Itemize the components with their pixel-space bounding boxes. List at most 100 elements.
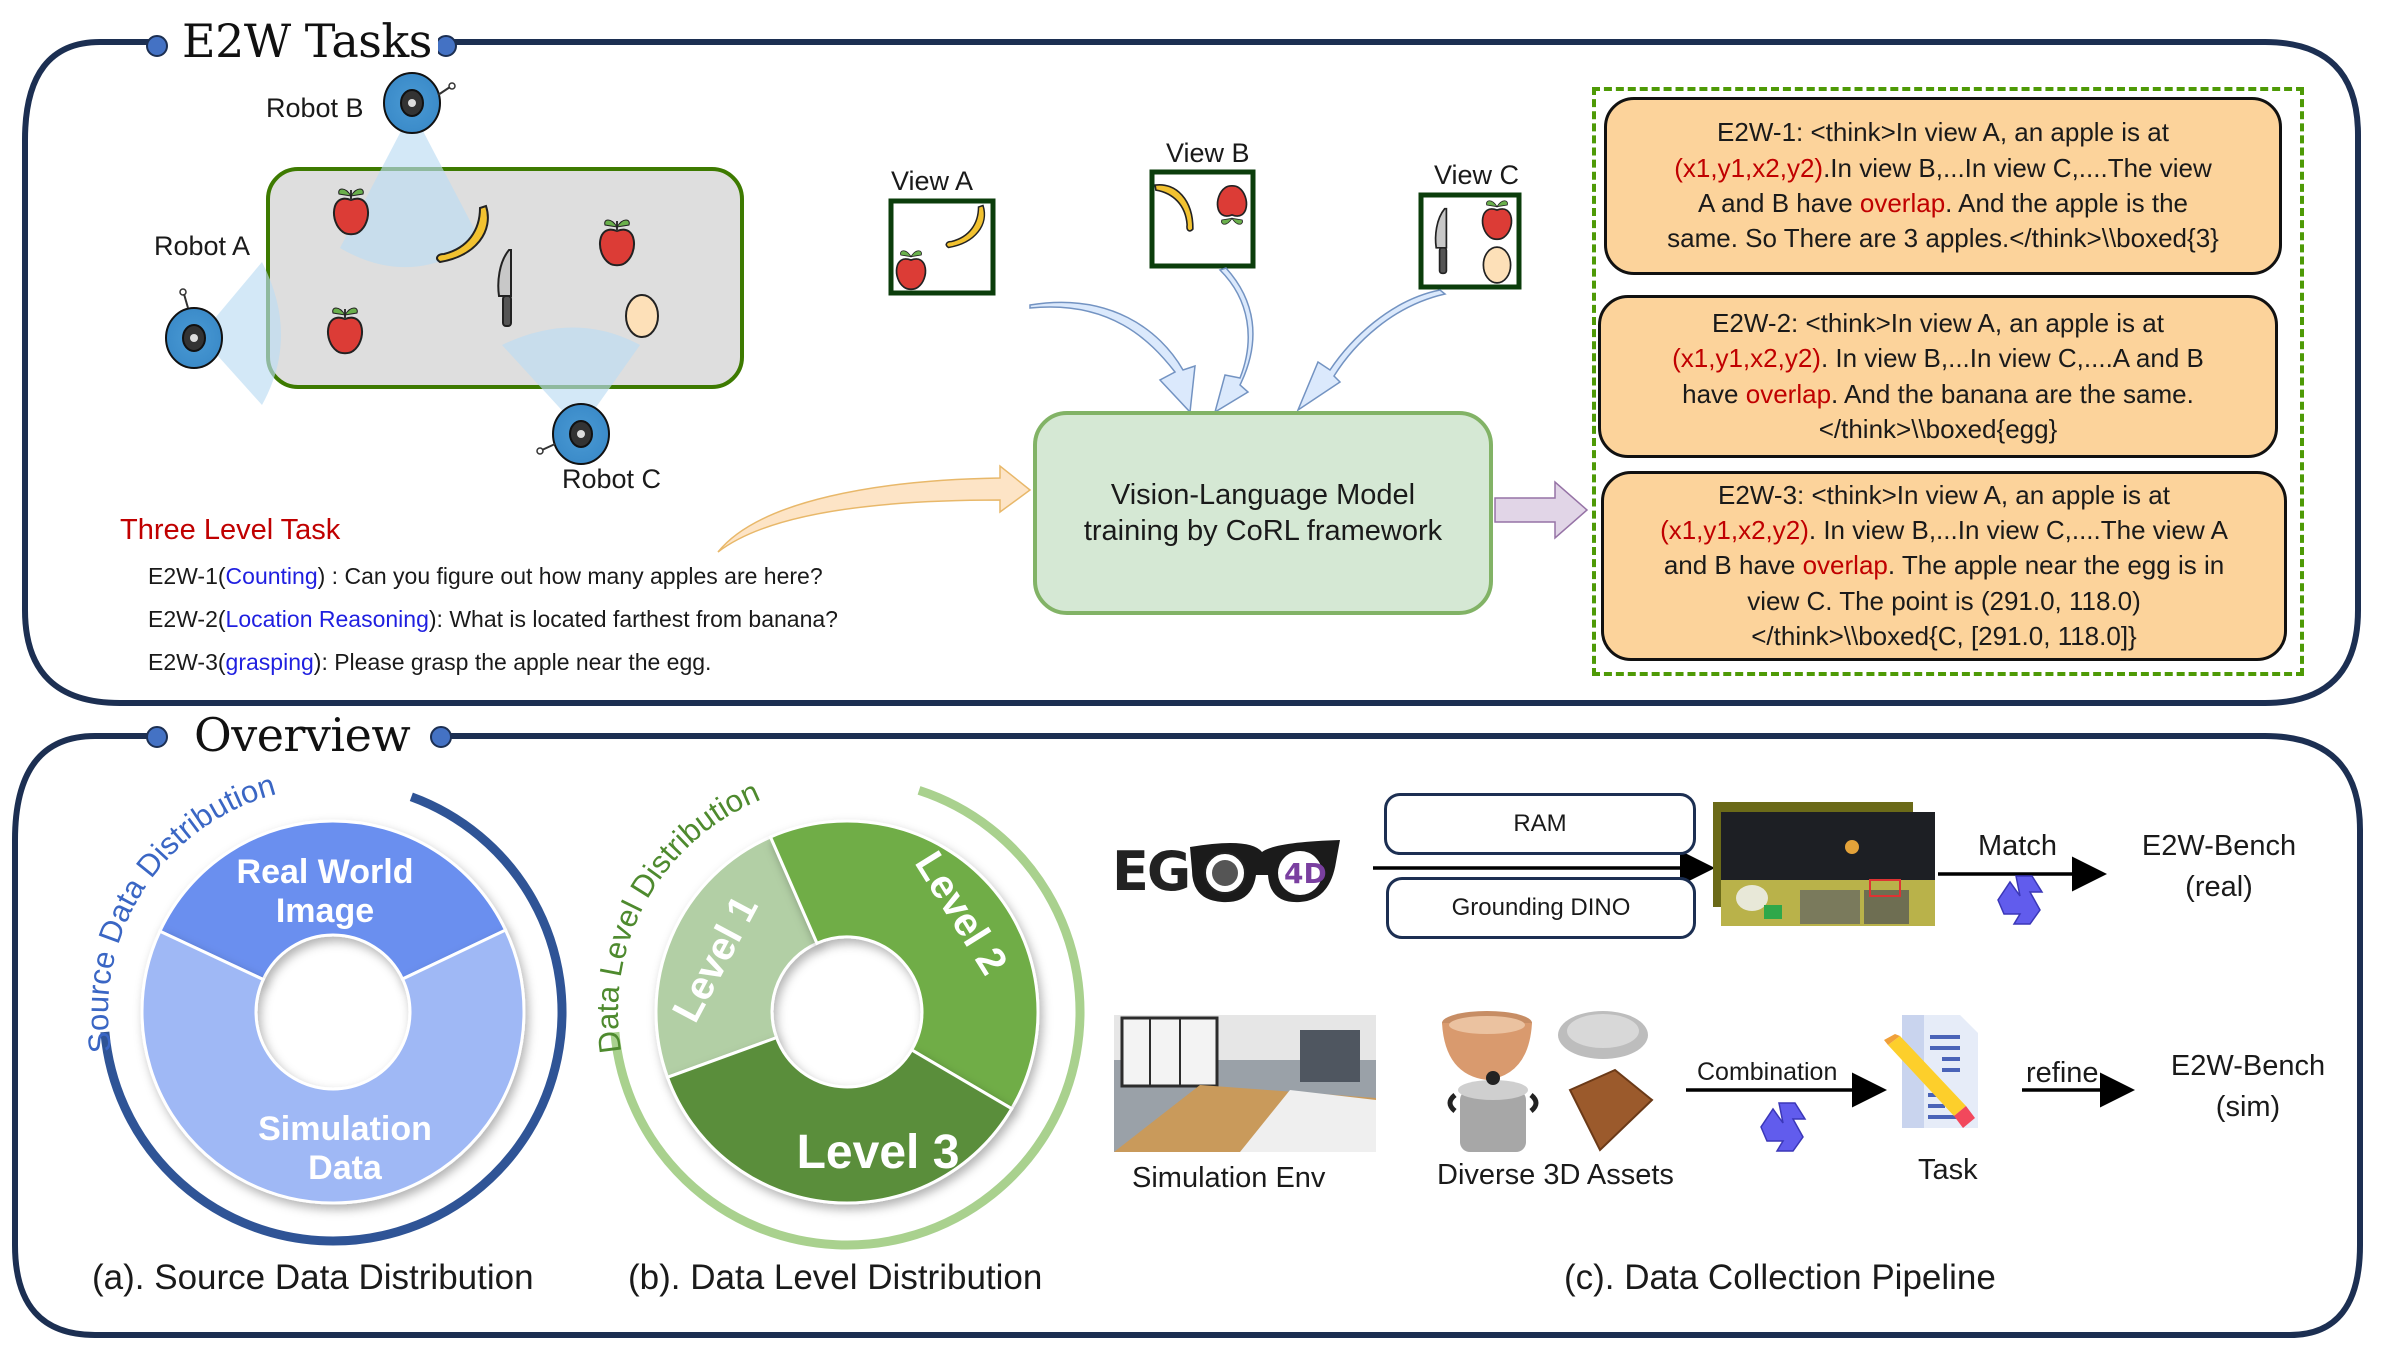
answer-overlap-highlight: overlap — [1802, 550, 1888, 581]
robot-c-view-cone — [502, 327, 640, 430]
answer-overlap-highlight: overlap — [1859, 188, 1946, 218]
answer-text: . In view B,...In view C,....The view A — [1808, 514, 2228, 545]
answer-overlap-highlight: overlap — [1745, 378, 1832, 409]
answer-bbox-highlight: (x1,y1,x2,y2) — [1674, 152, 1824, 183]
answer-card-e2w-1: E2W-1: <think>In view A, an apple is at … — [1604, 97, 2282, 275]
banana-icon — [945, 204, 986, 249]
answer-bbox-highlight: (x1,y1,x2,y2) — [1660, 514, 1809, 545]
donut-outer-ring — [100, 792, 567, 1246]
refine-label: refine — [2026, 1057, 2099, 1089]
ram-tool-box: RAM — [1384, 793, 1696, 855]
caption-collection-pipeline: (c). Data Collection Pipeline — [1564, 1258, 1996, 1297]
robot-a-label: Robot A — [154, 231, 251, 261]
vlm-box-line-1: Vision-Language Model — [1110, 478, 1416, 511]
answer-text: and B have — [1663, 550, 1803, 581]
simulation-env-label: Simulation Env — [1132, 1162, 1326, 1194]
answer-line: E2W-1: <think>In view A, an apple is at — [1717, 117, 2169, 148]
ego4d-logo — [1190, 840, 1340, 903]
answers-dashed-container — [1592, 87, 2304, 676]
donut-slice-simulation-data — [140, 928, 526, 1205]
robot-c-label: Robot C — [562, 464, 662, 494]
real-world-image — [1713, 802, 1935, 926]
answer-bbox-highlight: (x1,y1,x2,y2) — [1672, 343, 1821, 374]
answer-line: same. So There are 3 apples.</think>\\bo… — [1667, 223, 2219, 254]
knife-icon — [497, 249, 512, 327]
simulation-env-image — [1114, 1015, 1376, 1152]
apple-icon — [1216, 184, 1248, 225]
task-item-prefix: E2W-3( — [148, 649, 226, 675]
vlm-box-line-2: training by CoRL framework — [1083, 515, 1443, 547]
ego4d-logo-text-right: 4D — [1284, 857, 1327, 890]
answer-line: A and B have overlap. And the apple is t… — [1667, 186, 2219, 221]
task-item-prefix: E2W-1( — [148, 563, 226, 589]
answer-text: . And the apple is the — [1945, 188, 2189, 218]
view-b-arrow — [1213, 267, 1254, 414]
diverse-assets-label: Diverse 3D Assets — [1437, 1159, 1674, 1191]
apple-icon — [326, 307, 364, 355]
qwen-logo-icon — [1997, 875, 2044, 925]
title-dot-left — [146, 35, 168, 57]
answer-text: . In view B,...In view C,....A and B — [1820, 343, 2204, 374]
answer-line: E2W-3: <think>In view A, an apple is at — [1718, 479, 2170, 510]
view-c-label: View C — [1434, 160, 1520, 190]
pot-asset-icon — [1447, 1071, 1539, 1152]
sim-bench-output: E2W-Bench (sim) — [2162, 1046, 2334, 1127]
overview-panel-frame — [12, 733, 2363, 1338]
apple-icon — [895, 250, 927, 291]
apple-icon — [332, 188, 370, 236]
plate-asset-icon — [1558, 1011, 1648, 1059]
task-to-model-arrow — [717, 464, 1032, 553]
task-item-question: ): Please grasp the apple near the egg. — [313, 649, 712, 675]
real-bench-output: E2W-Bench (real) — [2133, 826, 2305, 907]
tasks-section-title: E2W Tasks — [176, 18, 438, 64]
view-a-arrow — [1029, 301, 1196, 414]
robot-c-icon — [536, 403, 610, 465]
answer-line: and B have overlap. The apple near the e… — [1660, 548, 2228, 583]
robot-a-view-cone — [200, 262, 281, 405]
answer-text: have — [1682, 378, 1746, 409]
answer-text: . And the banana are the same. — [1831, 378, 2194, 409]
donut-slice-level-1 — [654, 834, 819, 1080]
answer-line: </think>\\boxed{egg} — [1818, 413, 2058, 444]
donut-slice-level-2 — [768, 819, 1040, 1111]
sim-bench-subtitle: (sim) — [2215, 1090, 2281, 1123]
task-item-question: ): What is located farthest from banana? — [428, 606, 838, 632]
task-item-1: E2W-1(Counting) : Can you figure out how… — [148, 563, 823, 590]
real-bench-subtitle: (real) — [2185, 870, 2253, 903]
task-label: Task — [1918, 1154, 1978, 1186]
match-label: Match — [1978, 830, 2057, 862]
overview-dot-right — [430, 726, 452, 748]
grounding-dino-tool-box: Grounding DINO — [1386, 877, 1696, 939]
answer-card-e2w-2: E2W-2: <think>In view A, an apple is at … — [1598, 295, 2278, 458]
egg-icon — [625, 294, 659, 338]
task-item-keyword: Counting — [225, 563, 318, 589]
donut-outer-ring — [610, 786, 1085, 1250]
donut-slice-real-world-image — [157, 819, 508, 982]
answer-line: </think>\\boxed{C, [291.0, 118.0]} — [1751, 621, 2137, 652]
apple-icon — [598, 219, 636, 267]
task-document-icon — [1884, 1015, 1978, 1128]
answer-line: (x1,y1,x2,y2). In view B,...In view C,..… — [1660, 513, 2228, 548]
answer-line: E2W-2: <think>In view A, an apple is at — [1712, 307, 2164, 338]
task-list-heading: Three Level Task — [120, 514, 341, 546]
bowl-asset-icon — [1442, 1011, 1532, 1080]
view-a-label: View A — [891, 166, 974, 196]
overview-section-title: Overview — [188, 712, 417, 758]
apple-icon — [1481, 200, 1513, 241]
task-item-2: E2W-2(Location Reasoning): What is locat… — [148, 606, 838, 633]
view-c-arrow — [1296, 289, 1447, 412]
task-item-3: E2W-3(grasping): Please grasp the apple … — [148, 649, 711, 676]
vlm-training-box: Vision-Language Model training by CoRL f… — [1033, 411, 1493, 615]
cutting-board-asset-icon — [1568, 1068, 1654, 1152]
ego4d-logo-text-left: EG — [1112, 840, 1191, 903]
task-item-question: ) : Can you figure out how many apples a… — [317, 563, 823, 589]
answer-card-e2w-3: E2W-3: <think>In view A, an apple is at … — [1601, 471, 2287, 661]
answer-line: (x1,y1,x2,y2).In view B,...In view C,...… — [1667, 151, 2219, 186]
robot-b-label: Robot B — [266, 93, 364, 123]
caption-source-distribution: (a). Source Data Distribution — [92, 1258, 534, 1297]
